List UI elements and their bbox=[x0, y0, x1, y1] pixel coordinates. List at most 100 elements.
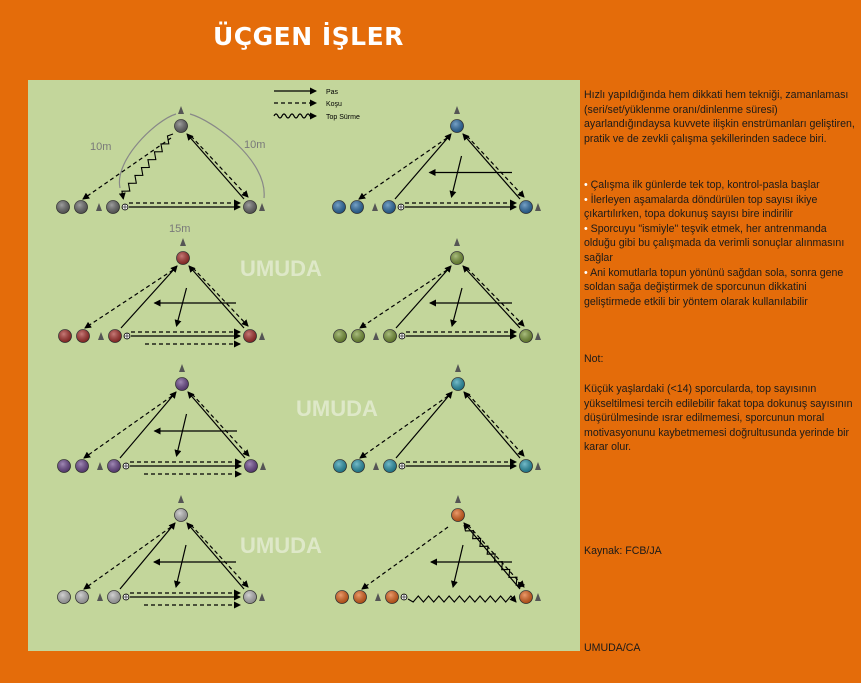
drill-2-ball bbox=[397, 203, 405, 211]
drill-5-right-cone bbox=[260, 462, 266, 470]
drill-7-pass-left bbox=[119, 522, 176, 590]
drill-2-queue-player bbox=[332, 200, 346, 214]
drill-6-queue-player bbox=[333, 459, 347, 473]
drill-3-left-player bbox=[108, 329, 122, 343]
drill-5-run-right bbox=[191, 393, 250, 457]
drill-7-queue-player bbox=[57, 590, 71, 604]
dimension-left-label: 10m bbox=[90, 141, 111, 153]
drill-7-queue-player bbox=[75, 590, 89, 604]
drill-3-queue-player bbox=[76, 329, 90, 343]
drill-7-top-player bbox=[174, 508, 188, 522]
legend: Pas Koşu Top Sürme bbox=[273, 87, 360, 121]
drill-8-top-player bbox=[451, 508, 465, 522]
drill-2-pass-right bbox=[462, 133, 521, 200]
legend-dribble-line bbox=[273, 112, 317, 120]
drill-1-left-player bbox=[106, 200, 120, 214]
drill-1-top-cone bbox=[178, 106, 184, 114]
drill-1-run-right bbox=[190, 135, 249, 198]
drill-5-right-player bbox=[244, 459, 258, 473]
drill-5-top-cone bbox=[179, 364, 185, 372]
drill-5-inner-pass-2 bbox=[174, 413, 188, 457]
drill-5-top-player bbox=[175, 377, 189, 391]
drill-2-top-player bbox=[450, 119, 464, 133]
drill-3-right-player bbox=[243, 329, 257, 343]
drill-2-left-player bbox=[382, 200, 396, 214]
drill-4-pass-right bbox=[462, 265, 521, 329]
drill-4-run-right bbox=[466, 267, 525, 327]
drill-2-left-cone bbox=[372, 203, 378, 211]
drill-5-pass-left bbox=[119, 391, 177, 459]
drill-4-run-left bbox=[359, 269, 448, 329]
drill-5-ball bbox=[122, 462, 130, 470]
watermark-3: UMUDA bbox=[240, 533, 322, 558]
drill-6-pass-right bbox=[463, 391, 521, 459]
drill-3-top-player bbox=[176, 251, 190, 265]
watermark-1: UMUDA bbox=[240, 256, 322, 281]
drill-5-queue-player bbox=[57, 459, 71, 473]
drill-8-dribble-base bbox=[407, 595, 517, 603]
drill-3-top-cone bbox=[180, 238, 186, 246]
drill-1-right-cone bbox=[259, 203, 265, 211]
drill-2-right-player bbox=[519, 200, 533, 214]
drill-3-pass-right bbox=[188, 265, 245, 329]
drill-1-right-player bbox=[243, 200, 257, 214]
drill-6-queue-player bbox=[351, 459, 365, 473]
drill-8-right-player bbox=[519, 590, 533, 604]
watermark-2: UMUDA bbox=[296, 396, 378, 421]
intro-text: Hızlı yapıldığında hem dikkati hem tekni… bbox=[584, 89, 855, 145]
drill-8-ball bbox=[400, 593, 408, 601]
drill-4-queue-player bbox=[351, 329, 365, 343]
bullet-list: • Çalışma ilk günlerde tek top, kontrol-… bbox=[584, 178, 856, 309]
bullet-dot: • bbox=[584, 193, 591, 206]
drill-2-run-left bbox=[358, 137, 448, 200]
drill-2-queue-player bbox=[350, 200, 364, 214]
drill-1-ball bbox=[121, 203, 129, 211]
drill-1-top-player bbox=[174, 119, 188, 133]
drill-8-right-cone bbox=[535, 593, 541, 601]
drill-7-left-cone bbox=[97, 593, 103, 601]
drill-4-right-player bbox=[519, 329, 533, 343]
drill-4-ball bbox=[398, 332, 406, 340]
drill-4-left-player bbox=[383, 329, 397, 343]
drill-5-pass-right bbox=[187, 391, 246, 459]
drill-7-left-player bbox=[107, 590, 121, 604]
drill-4-pass-left bbox=[395, 265, 452, 329]
drill-4-top-cone bbox=[454, 238, 460, 246]
drill-8-dribble-right bbox=[463, 524, 526, 589]
drill-1-queue-player bbox=[56, 200, 70, 214]
drill-6-left-player bbox=[383, 459, 397, 473]
bullet-dot: • bbox=[584, 222, 591, 235]
drill-7-ball bbox=[122, 593, 130, 601]
drill-4-top-player bbox=[450, 251, 464, 265]
drill-5-left-player bbox=[107, 459, 121, 473]
footer-text: UMUDA/CA bbox=[584, 642, 641, 654]
drill-6-left-cone bbox=[373, 462, 379, 470]
drill-1-run-left bbox=[82, 137, 172, 200]
drill-6-right-cone bbox=[535, 462, 541, 470]
page-title: ÜÇGEN İŞLER bbox=[213, 22, 404, 51]
source-text: Kaynak: FCB/JA bbox=[584, 545, 662, 557]
bullet-dot: • bbox=[584, 179, 591, 191]
drill-4-inner-pass-2 bbox=[450, 287, 463, 327]
note-label: Not: bbox=[584, 353, 604, 365]
drill-1-queue-player bbox=[74, 200, 88, 214]
drill-8-inner-pass-2 bbox=[450, 544, 464, 588]
drill-3-left-cone bbox=[98, 332, 104, 340]
note-text: Küçük yaşlardaki (<14) sporcularda, top … bbox=[584, 383, 853, 454]
drill-1-pass-right bbox=[186, 133, 245, 200]
drill-3-right-cone bbox=[259, 332, 265, 340]
drill-8-pass-right bbox=[463, 522, 521, 590]
drill-3-run-right bbox=[192, 267, 249, 327]
drill-7-run-right bbox=[190, 524, 249, 588]
drill-2-inner-pass-2 bbox=[449, 155, 463, 198]
drill-2-run-right bbox=[466, 135, 525, 198]
dimension-base-label: 15m bbox=[169, 223, 190, 235]
legend-dribble-label: Top Sürme bbox=[326, 114, 360, 121]
drill-6-run-right bbox=[467, 393, 525, 457]
drill-7-run-left bbox=[83, 526, 172, 590]
drill-5-run-left bbox=[83, 395, 173, 459]
drill-2-top-cone bbox=[454, 106, 460, 114]
drill-field: UMUDA UMUDA UMUDA Pas Koşu Top Sürme 10m… bbox=[28, 80, 580, 651]
drill-4-queue-player bbox=[333, 329, 347, 343]
bullet-dot: • bbox=[584, 266, 591, 279]
